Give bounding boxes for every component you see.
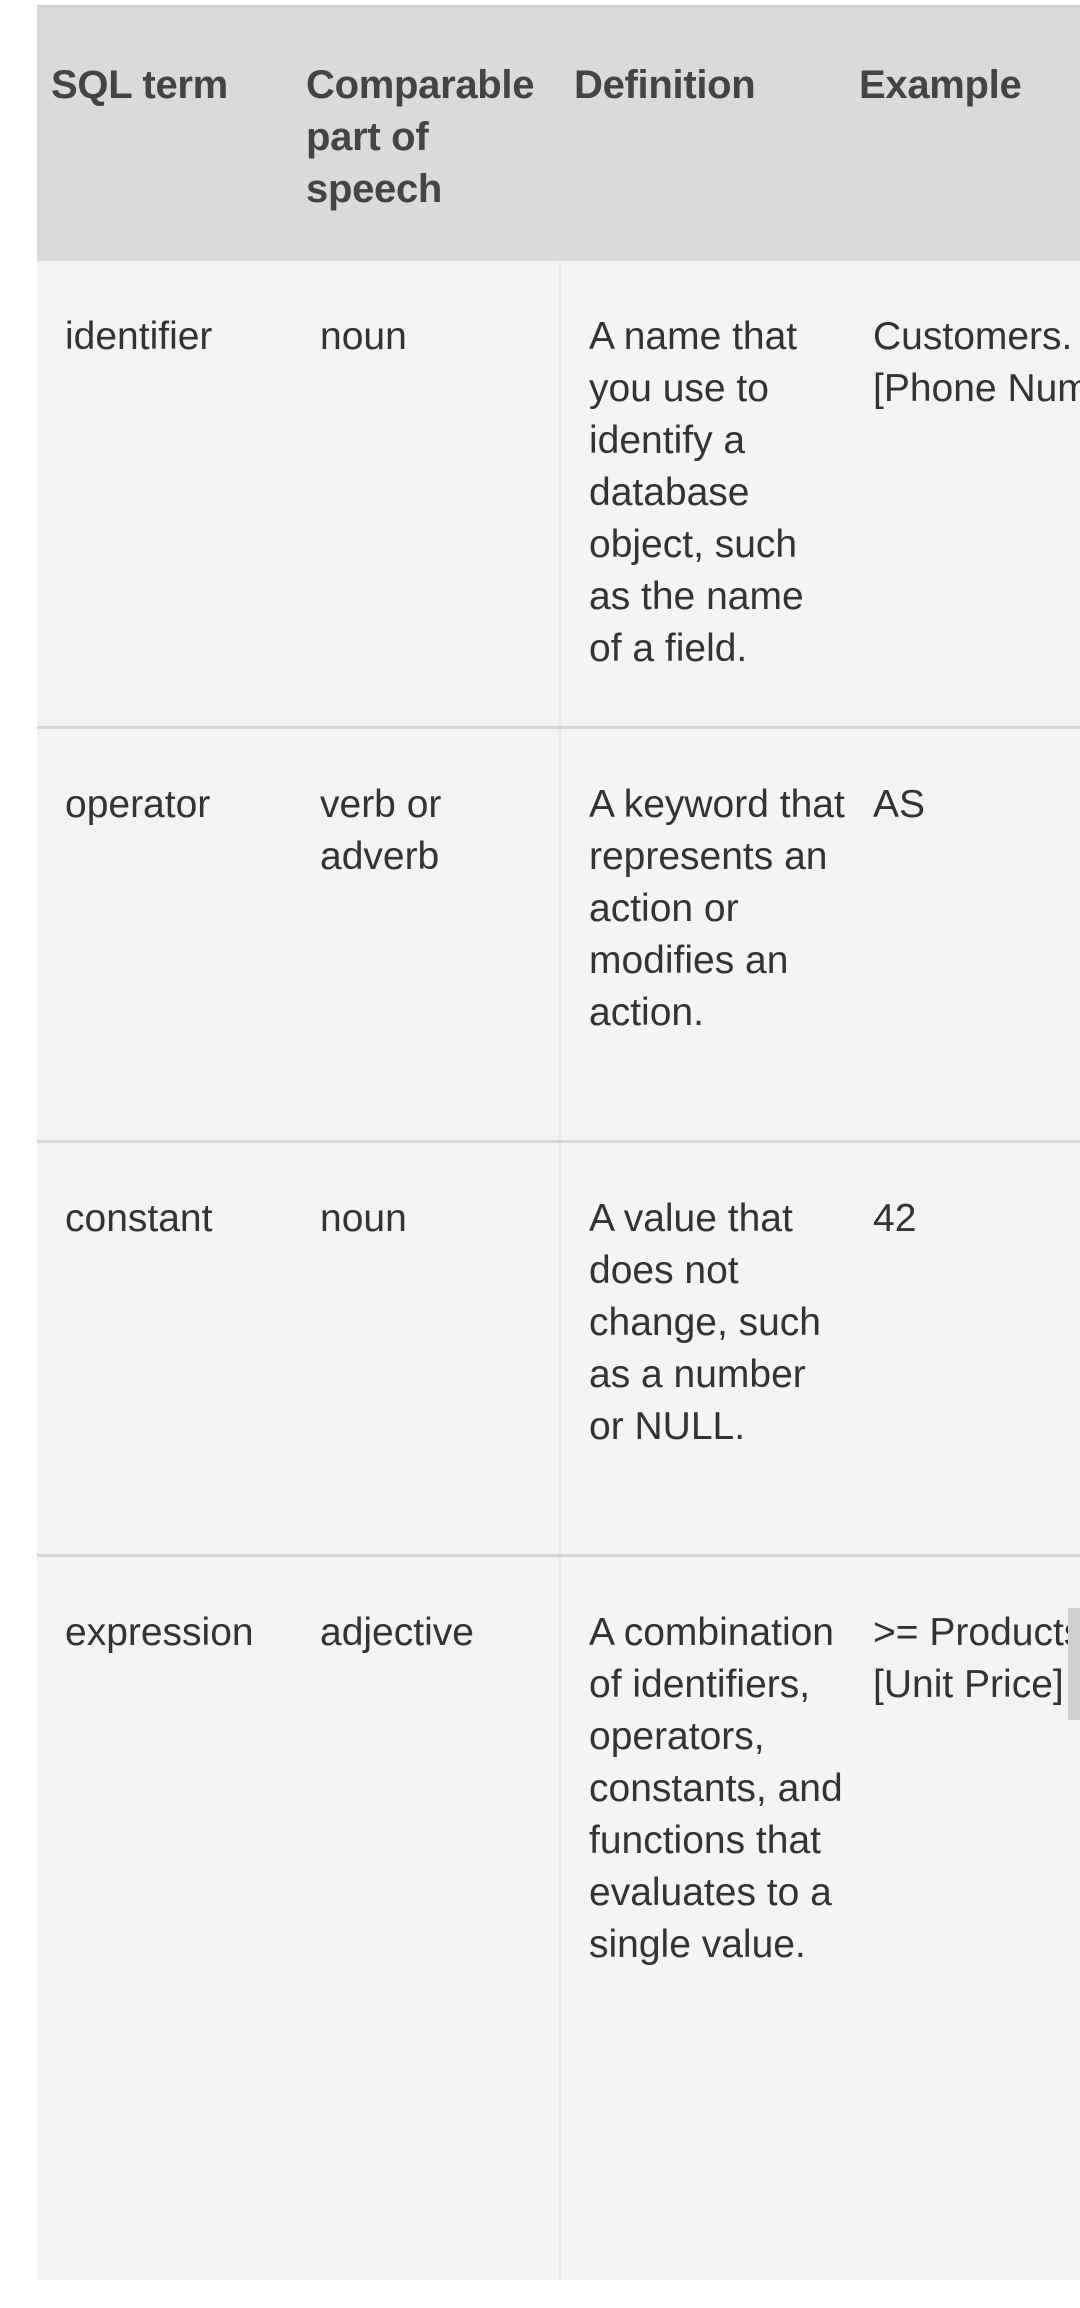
header-row: SQL term Comparable part of speech Defin… (37, 6, 1080, 261)
cell-term: expression (65, 1610, 254, 1654)
header-part-of-speech: Comparable part of speech (306, 63, 535, 211)
table-row: identifier noun A name that you use to i… (37, 261, 1080, 727)
sql-terms-table-container[interactable]: SQL term Comparable part of speech Defin… (37, 5, 1080, 2280)
cell-example: AS (873, 782, 926, 826)
header-sql-term: SQL term (51, 63, 228, 107)
cell-term: constant (65, 1196, 213, 1240)
horizontal-scrollbar-thumb[interactable] (1068, 1608, 1080, 1720)
cell-part-of-speech: noun (320, 1196, 407, 1240)
sql-terms-table: SQL term Comparable part of speech Defin… (37, 5, 1080, 2280)
cell-definition: A value that does not change, such as a … (559, 1141, 845, 1555)
table-row: expression adjective A combination of id… (37, 1555, 1080, 2280)
cell-definition: A combination of identifiers, operators,… (559, 1555, 845, 2280)
header-example: Example (859, 63, 1022, 107)
cell-example: Customers.[Phone Number] (873, 315, 1080, 410)
cell-term: identifier (65, 315, 213, 358)
table-body: identifier noun A name that you use to i… (37, 261, 1080, 2280)
cell-part-of-speech: adjective (320, 1610, 474, 1654)
cell-example: >= Products.[Unit Price] (873, 1610, 1080, 1706)
cell-part-of-speech: verb or adverb (320, 782, 442, 878)
cell-definition: A keyword that represents an action or m… (559, 727, 845, 1141)
cell-example: 42 (873, 1196, 917, 1240)
cell-part-of-speech: noun (320, 315, 407, 358)
cell-definition: A name that you use to identify a databa… (559, 261, 845, 727)
header-definition: Definition (574, 63, 756, 107)
table-header: SQL term Comparable part of speech Defin… (37, 6, 1080, 261)
table-row: operator verb or adverb A keyword that r… (37, 727, 1080, 1141)
cell-term: operator (65, 782, 211, 826)
table-row: constant noun A value that does not chan… (37, 1141, 1080, 1555)
